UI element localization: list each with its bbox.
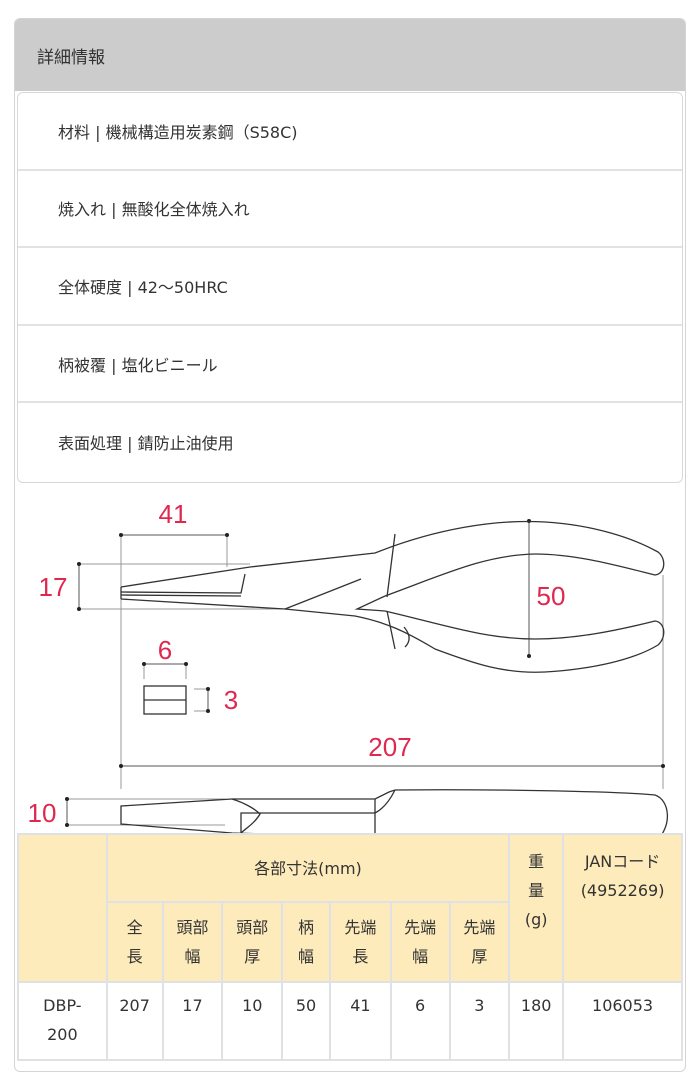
dimensions-table: 各部寸法(mm) 重量(g) JANコード(4952269) 全長 頭部幅 頭部… bbox=[17, 833, 683, 1071]
spec-list: 材料 | 機械構造用炭素鋼（S58C) 焼入れ | 無酸化全体焼入れ 全体硬度 … bbox=[17, 92, 683, 483]
table-row: DBP-200 207 17 10 50 41 6 3 180 106053 bbox=[17, 981, 683, 1061]
weight-header: 重量(g) bbox=[508, 833, 565, 983]
cell-head-width: 17 bbox=[161, 981, 224, 1061]
panel-header[interactable]: 詳細情報 bbox=[15, 19, 685, 91]
table-header-row-1: 各部寸法(mm) 重量(g) JANコード(4952269) bbox=[17, 833, 683, 983]
subheader-head-width: 頭部幅 bbox=[161, 901, 224, 983]
dim-tip-width: 6 bbox=[158, 635, 172, 665]
subheader-overall-length: 全長 bbox=[105, 901, 164, 983]
subheader-handle-width: 柄幅 bbox=[281, 901, 331, 983]
dim-overall-length: 207 bbox=[368, 732, 411, 762]
spec-text: 表面処理 | 錆防止油使用 bbox=[58, 434, 234, 454]
spec-text: 全体硬度 | 42〜50HRC bbox=[58, 277, 228, 297]
empty-cell bbox=[18, 1059, 682, 1071]
cell-handle-width: 50 bbox=[281, 981, 331, 1061]
panel-title: 詳細情報 bbox=[37, 47, 105, 68]
spec-row-handle-coating: 柄被覆 | 塩化ビニール bbox=[18, 326, 682, 404]
jan-header: JANコード(4952269) bbox=[562, 833, 683, 983]
cell-jan: 106053 bbox=[562, 981, 683, 1061]
cell-head-thickness: 10 bbox=[221, 981, 284, 1061]
table-header-row-2: 全長 頭部幅 頭部厚 柄幅 先端長 先端幅 先端厚 bbox=[18, 901, 682, 983]
dim-tip-thickness: 3 bbox=[224, 685, 238, 715]
spec-row-material: 材料 | 機械構造用炭素鋼（S58C) bbox=[18, 93, 682, 171]
cell-overall-length: 207 bbox=[105, 981, 164, 1061]
table-empty-row bbox=[18, 1059, 682, 1071]
dim-tip-length: 41 bbox=[159, 499, 188, 529]
details-panel: 詳細情報 材料 | 機械構造用炭素鋼（S58C) 焼入れ | 無酸化全体焼入れ … bbox=[14, 18, 686, 1072]
pliers-dimension-drawing: 41 17 50 6 3 207 10 bbox=[28, 499, 668, 834]
subheader-tip-length: 先端長 bbox=[328, 901, 392, 983]
spec-text: 材料 | 機械構造用炭素鋼（S58C) bbox=[58, 122, 298, 142]
model-header bbox=[17, 833, 108, 983]
spec-row-hardness: 全体硬度 | 42〜50HRC bbox=[18, 248, 682, 326]
cell-tip-thickness: 3 bbox=[448, 981, 511, 1061]
subheader-tip-width: 先端幅 bbox=[389, 901, 451, 983]
spec-text: 焼入れ | 無酸化全体焼入れ bbox=[58, 200, 250, 220]
dim-handle-width: 50 bbox=[537, 581, 566, 611]
pliers-top-view bbox=[120, 520, 665, 673]
subheader-tip-thickness: 先端厚 bbox=[448, 901, 511, 983]
cell-tip-width: 6 bbox=[389, 981, 451, 1061]
spec-text: 柄被覆 | 塩化ビニール bbox=[58, 355, 218, 375]
pliers-side-view bbox=[120, 789, 668, 834]
dim-head-thickness: 10 bbox=[28, 798, 57, 828]
cell-weight: 180 bbox=[508, 981, 565, 1061]
cell-tip-length: 41 bbox=[328, 981, 392, 1061]
spec-row-hardening: 焼入れ | 無酸化全体焼入れ bbox=[18, 171, 682, 249]
dim-head-width: 17 bbox=[39, 572, 68, 602]
spec-row-surface-treatment: 表面処理 | 錆防止油使用 bbox=[18, 403, 682, 481]
dimensions-group-header: 各部寸法(mm) bbox=[105, 833, 511, 903]
subheader-head-thickness: 頭部厚 bbox=[221, 901, 284, 983]
cell-model: DBP-200 bbox=[17, 981, 108, 1061]
tip-cross-section bbox=[143, 685, 187, 715]
